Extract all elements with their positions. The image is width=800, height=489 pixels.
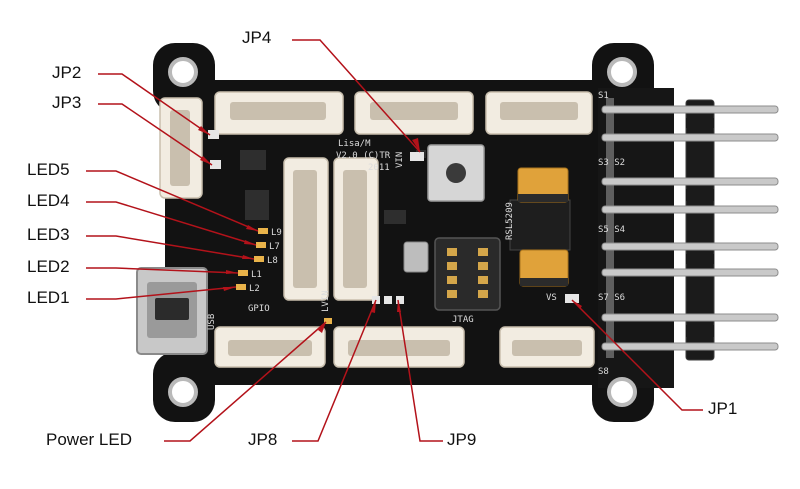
center-vertical-connectors — [283, 157, 379, 301]
silk-s5s4: S5 S4 — [598, 225, 625, 235]
pressure-sensor — [427, 144, 485, 202]
silk-l1: L1 — [251, 270, 262, 280]
leader-power-led — [164, 321, 327, 442]
leader-arrowheads — [198, 126, 582, 333]
tantalum-capacitors — [517, 167, 569, 287]
leader-lines — [86, 39, 703, 442]
silk-l9: L9 — [271, 228, 282, 238]
label-led1: LED1 — [27, 288, 70, 307]
silk-s1: S1 — [598, 91, 609, 101]
silk-l2: L2 — [249, 284, 260, 294]
silk-lvin: LVIN — [321, 290, 331, 312]
leader-led5 — [86, 170, 259, 232]
label-jp3: JP3 — [52, 93, 82, 112]
silkscreen-text: Lisa/M V2.0 (C)TR 2011 VIN USB GPIO LVIN… — [207, 91, 625, 377]
silk-l7: L7 — [269, 242, 280, 252]
label-jp9: JP9 — [447, 430, 477, 449]
silk-s3s2: S3 S2 — [598, 158, 625, 168]
leds — [236, 228, 332, 324]
silk-regulator: RSL5209 — [505, 202, 515, 240]
label-led4: LED4 — [27, 191, 70, 210]
silk-version: V2.0 (C)TR — [336, 151, 391, 161]
leader-led4 — [86, 201, 257, 246]
silk-vs: VS — [546, 293, 557, 303]
label-led5: LED5 — [27, 160, 70, 179]
silk-board-name: Lisa/M — [338, 139, 371, 149]
label-led3: LED3 — [27, 225, 70, 244]
label-jp2: JP2 — [52, 63, 82, 82]
leader-led3 — [86, 235, 255, 260]
crystal — [403, 241, 429, 273]
mounting-holes — [168, 57, 637, 407]
leader-led1 — [86, 286, 237, 300]
silk-year: 2011 — [368, 163, 390, 173]
leader-jp1 — [571, 299, 703, 411]
label-power-led: Power LED — [46, 430, 132, 449]
label-jp1: JP1 — [708, 399, 738, 418]
jtag-header — [434, 237, 501, 311]
silk-gpio: GPIO — [248, 304, 270, 314]
silk-s8: S8 — [598, 367, 609, 377]
usb-connector — [136, 267, 208, 355]
silk-l8: L8 — [267, 256, 278, 266]
leader-jp8 — [292, 299, 377, 442]
label-led2: LED2 — [27, 257, 70, 276]
leader-jp3 — [98, 103, 213, 166]
leader-led2 — [86, 267, 239, 274]
silk-usb: USB — [207, 314, 217, 330]
silk-s7s6: S7 S6 — [598, 293, 625, 303]
label-jp4: JP4 — [242, 28, 272, 47]
leader-jp2 — [98, 73, 211, 136]
silk-vin: VIN — [395, 152, 405, 168]
left-connector — [159, 97, 203, 199]
label-jp8: JP8 — [248, 430, 278, 449]
servo-headers — [601, 98, 779, 361]
silk-jtag: JTAG — [452, 315, 474, 325]
leader-jp4 — [292, 39, 421, 153]
regulator-chip — [509, 199, 571, 251]
leader-jp9 — [397, 299, 443, 442]
